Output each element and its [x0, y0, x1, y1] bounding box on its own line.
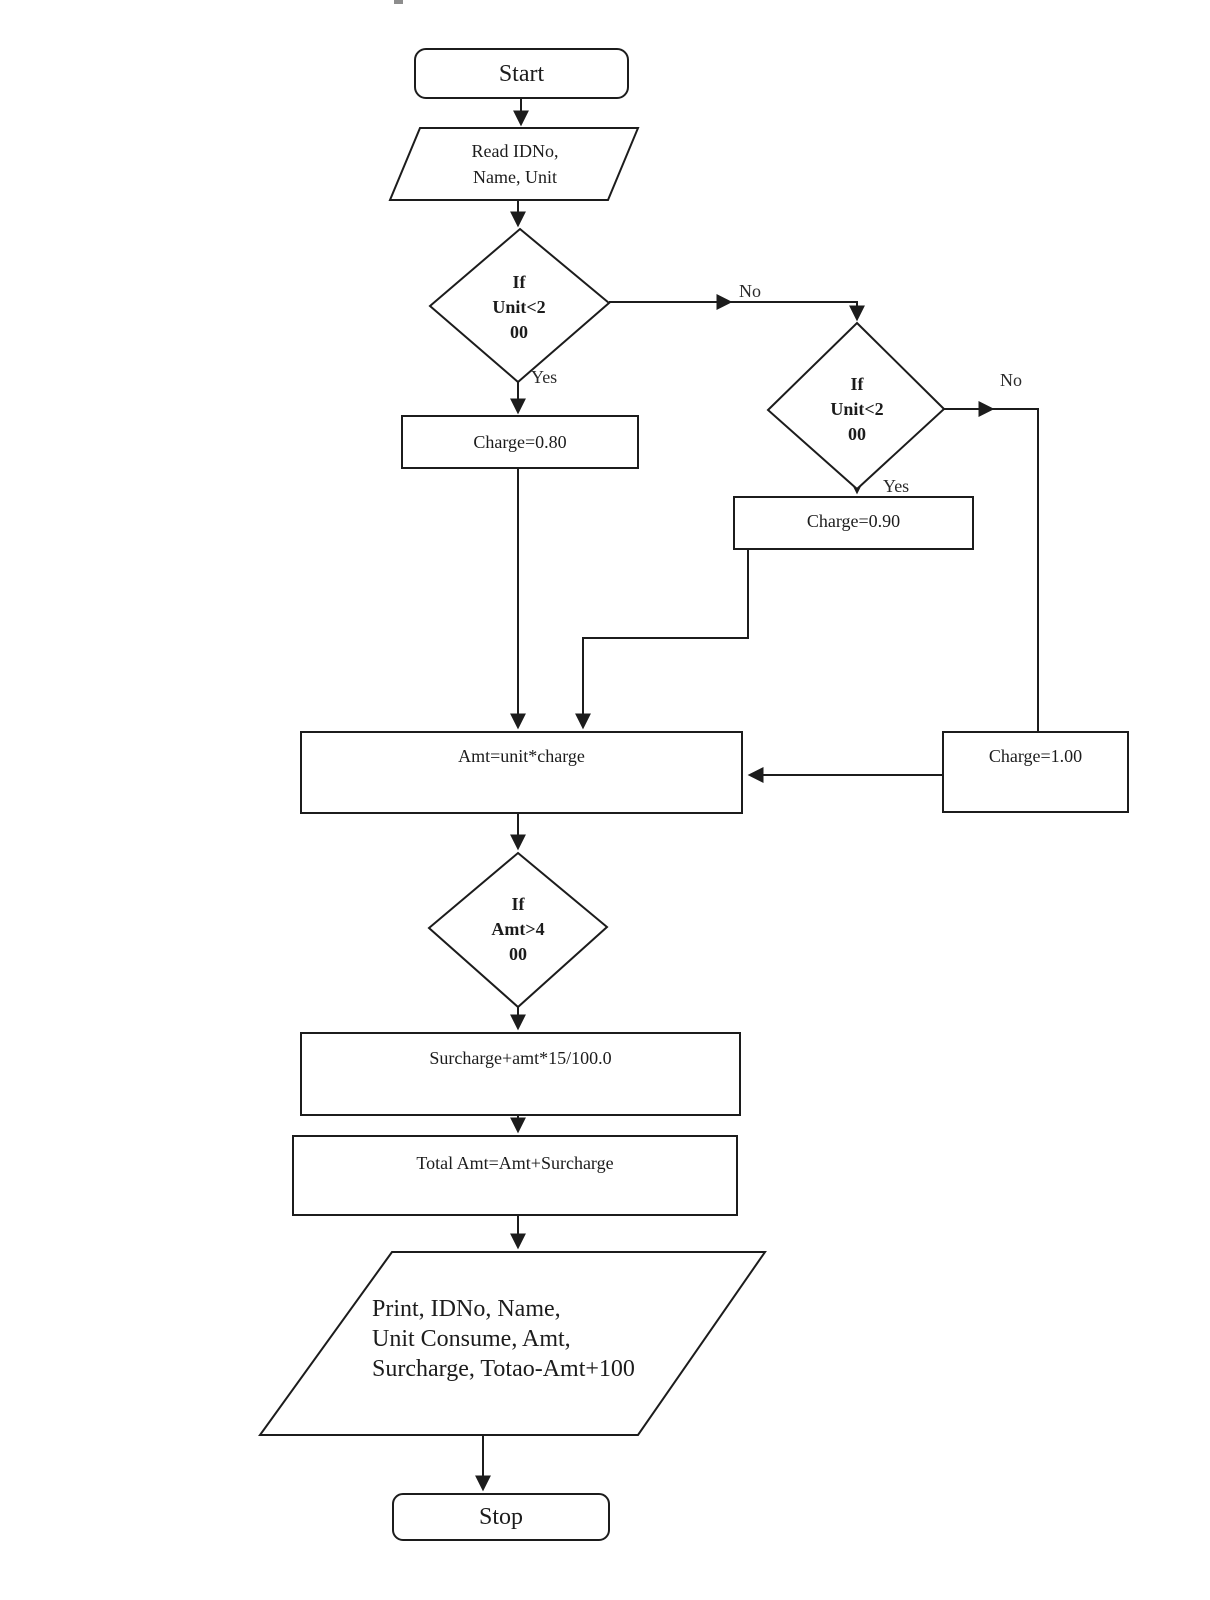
arrow-decision1-no-to-decision2 [730, 301, 865, 322]
decision2-yes-label: Yes [883, 476, 910, 496]
total-label: Total Amt=Amt+Surcharge [416, 1152, 614, 1173]
charge080-label: Charge=0.80 [473, 431, 567, 452]
decision3-line2: Amt>4 [491, 918, 545, 939]
start-text: Start [498, 60, 545, 87]
print-line1: Print, IDNo, Name, [372, 1296, 561, 1322]
decision2-line3: 00 [848, 423, 866, 444]
read-input-label: Read IDNo, Name, Unit [405, 132, 625, 196]
decision2-line1: If [850, 373, 864, 394]
decision3-label: If Amt>4 00 [443, 886, 593, 972]
decision2-no-label: No [1000, 370, 1022, 390]
stop-terminator-shape [392, 1493, 610, 1541]
arrow-charge090-to-amt [575, 549, 749, 730]
amt-process-shape [300, 731, 743, 814]
decision1-line2: Unit<2 [492, 296, 546, 317]
charge100-process-shape [942, 731, 1129, 813]
decision2-label: If Unit<2 00 [782, 366, 932, 452]
print-output-label: Print, IDNo, Name, Unit Consume, Amt, Su… [372, 1294, 682, 1384]
decision2-diamond-shape [766, 321, 946, 491]
decision2-line2: Unit<2 [830, 398, 884, 419]
read-input-shape [388, 127, 640, 201]
start-label: Start [415, 49, 628, 98]
decision3-line1: If [511, 893, 525, 914]
line-decision2-no-to-charge100 [992, 408, 1039, 731]
decision1-no-label: No [739, 281, 761, 301]
decision3-diamond-shape [427, 851, 609, 1009]
print-output-shape [258, 1251, 767, 1436]
charge080-process-shape [401, 415, 639, 469]
surcharge-process-shape [300, 1032, 741, 1116]
decision1-line1: If [512, 271, 526, 292]
total-process-shape [292, 1135, 738, 1216]
charge090-process-shape [733, 496, 974, 550]
cropped-text-artifact [394, 0, 403, 4]
stop-label: Stop [393, 1494, 609, 1540]
surcharge-label: Surcharge+amt*15/100.0 [429, 1047, 612, 1068]
decision1-yes-label: Yes [531, 367, 558, 387]
amt-label: Amt=unit*charge [458, 745, 585, 766]
print-line3: Surcharge, Totao-Amt+100 [372, 1356, 635, 1382]
decision1-label: If Unit<2 00 [444, 264, 594, 350]
start-terminator-shape [414, 48, 629, 99]
charge090-label: Charge=0.90 [806, 510, 901, 531]
print-line2: Unit Consume, Amt, [372, 1326, 571, 1352]
stop-text: Stop [478, 1504, 523, 1530]
decision1-line3: 00 [510, 321, 528, 342]
decision3-line3: 00 [509, 943, 527, 964]
read-line2: Name, Unit [473, 167, 557, 187]
read-line1: Read IDNo, [471, 141, 559, 161]
decision1-diamond-shape [428, 227, 611, 384]
charge100-label: Charge=1.00 [988, 745, 1083, 766]
